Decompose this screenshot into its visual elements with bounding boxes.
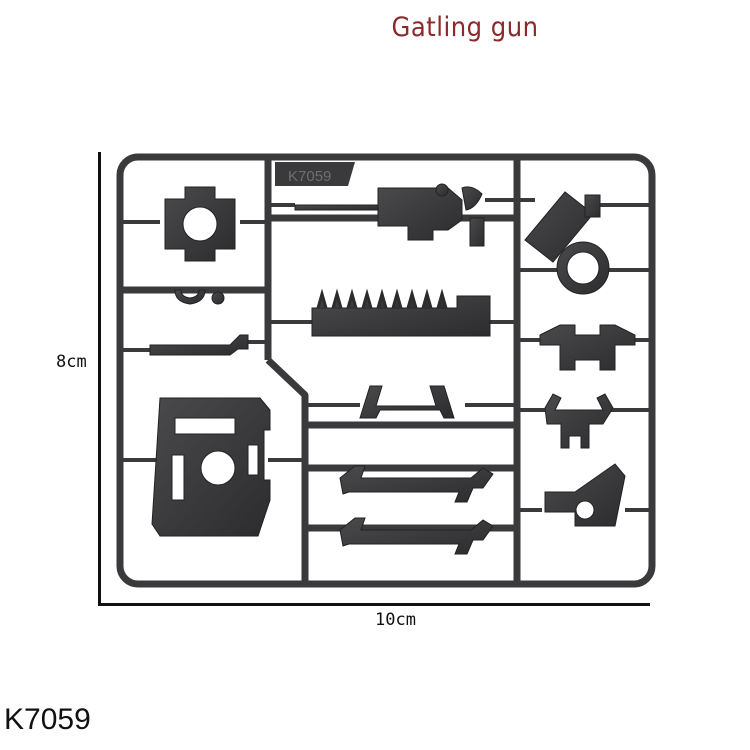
ring-mount-part — [164, 186, 236, 262]
clamp-part — [174, 289, 206, 305]
product-code: K7059 — [4, 703, 91, 736]
sprue-tag-text: K7059 — [288, 168, 331, 185]
height-dimension-label: 8cm — [56, 352, 87, 372]
height-dimension-line — [98, 152, 101, 606]
ring-part — [556, 241, 610, 295]
sprue-tag: K7059 — [275, 162, 355, 186]
handle-rod-part — [149, 334, 249, 356]
yoke-part — [539, 324, 636, 371]
fork-part — [544, 393, 614, 449]
sprue-gates — [122, 198, 650, 512]
stock-part-upper — [339, 465, 494, 503]
ammo-belt-part — [311, 288, 491, 337]
gatling-barrel-part — [294, 183, 485, 247]
bracket-part — [544, 463, 626, 527]
product-title: Gatling gun — [391, 12, 539, 43]
width-dimension-label: 10cm — [375, 610, 416, 630]
width-dimension-line — [98, 603, 650, 606]
backpack-plate-part — [151, 397, 271, 537]
bipod-mount-part — [359, 385, 455, 419]
stock-part-lower — [339, 517, 494, 555]
